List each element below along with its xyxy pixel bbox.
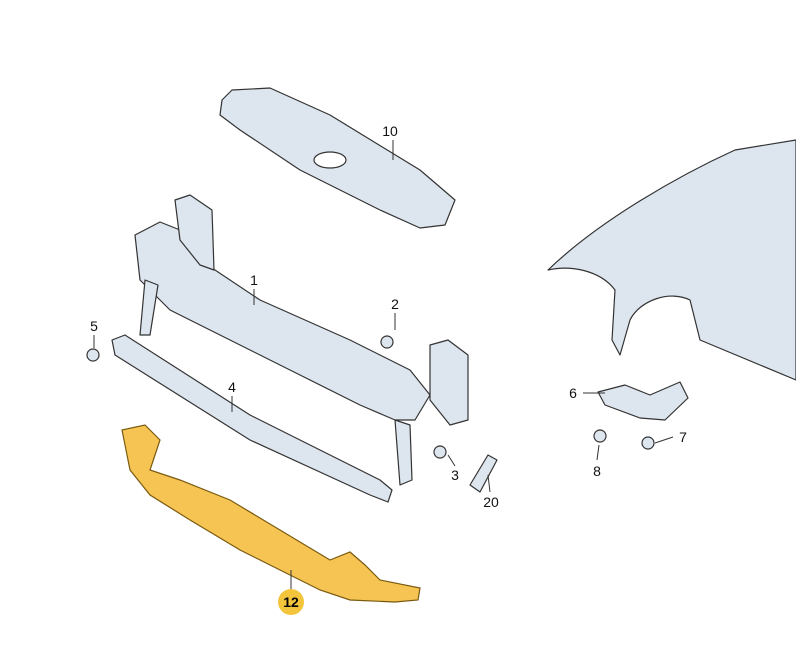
- part-12-absorber: [121, 424, 421, 603]
- part-4-strip: [111, 334, 393, 503]
- part-5-screw: [86, 348, 100, 362]
- part-1-bracket-left: [174, 194, 215, 271]
- part-1-bracket-right: [429, 339, 469, 426]
- label-part-4: 4: [228, 379, 236, 395]
- label-part-6: 6: [569, 385, 577, 401]
- part-3-screw: [433, 445, 447, 459]
- part-6-bracket: [597, 381, 689, 421]
- label-part-2: 2: [391, 296, 399, 312]
- part-1-leg: [394, 419, 413, 486]
- label-part-8: 8: [593, 463, 601, 479]
- label-part-3: 3: [451, 467, 459, 483]
- part-7-nut: [641, 436, 655, 450]
- part-2-screw: [380, 335, 394, 349]
- label-part-20: 20: [483, 494, 499, 510]
- label-part-1: 1: [250, 272, 258, 288]
- label-part-5: 5: [90, 318, 98, 334]
- part-20-clip: [469, 454, 498, 493]
- part-1-leg-left: [139, 279, 159, 336]
- fender: [547, 139, 796, 381]
- part-8-screw: [593, 429, 607, 443]
- label-part-10: 10: [382, 123, 398, 139]
- label-part-7: 7: [679, 429, 687, 445]
- label-part-12-highlighted: 12: [278, 589, 304, 615]
